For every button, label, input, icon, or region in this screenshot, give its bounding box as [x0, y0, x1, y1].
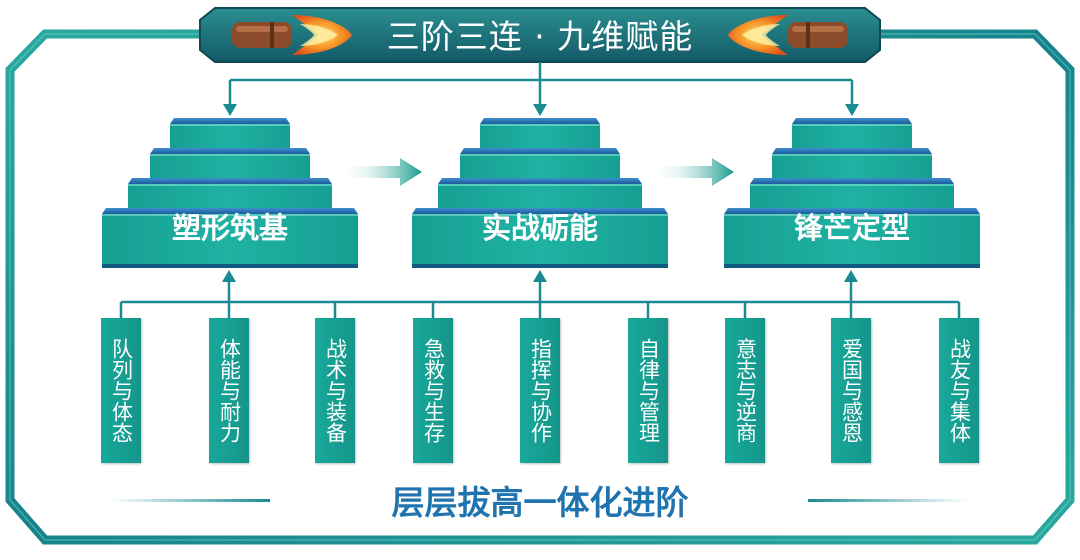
- pyramid-step-ledge: [750, 178, 954, 184]
- arrow-up-icon: [222, 270, 858, 282]
- arrow-down-icon: [223, 104, 859, 116]
- pyramid-step-face: [170, 124, 290, 148]
- stage-label-1: 塑形筑基: [171, 211, 288, 245]
- dimension-label: 战术与装备: [323, 338, 348, 443]
- dimension-label: 意志与逆商: [733, 338, 758, 443]
- dimension-label: 战友与集体: [947, 338, 972, 443]
- pyramid-base-shadow: [412, 264, 668, 268]
- dimension-box-7: 意志与逆商: [725, 318, 765, 463]
- dimension-box-6: 自律与管理: [628, 318, 668, 463]
- pyramid-step-highlight: [412, 214, 668, 216]
- stage-label-2: 实战砺能: [481, 211, 598, 245]
- outer-frame: [5, 29, 1075, 545]
- stage-pyramid-3: [724, 118, 980, 268]
- pyramid-step-ledge: [460, 148, 620, 154]
- pyramid-step-face: [102, 214, 358, 266]
- pyramid-step-face: [772, 154, 932, 178]
- footer-slogan: 层层拔高一体化进阶: [391, 483, 689, 522]
- pyramid-step-face: [792, 124, 912, 148]
- pyramid-step-ledge: [724, 208, 980, 214]
- dimension-label: 指挥与协作: [528, 338, 553, 443]
- pyramid-step-highlight: [792, 124, 912, 126]
- footer-decoration: [110, 499, 968, 502]
- pyramid-step-highlight: [480, 124, 600, 126]
- bullet-flame-icon-left: [232, 15, 352, 55]
- title-banner: [199, 7, 881, 63]
- pyramid-step-face: [724, 214, 980, 266]
- pyramid-step-face: [412, 214, 668, 266]
- pyramid-step-ledge: [170, 118, 290, 124]
- pyramid-step-face: [460, 154, 620, 178]
- pyramid-step-face: [150, 154, 310, 178]
- pyramid-base-shadow: [724, 264, 980, 268]
- dimension-box-1: 队列与体态: [101, 318, 141, 463]
- dimension-box-3: 战术与装备: [315, 318, 355, 463]
- pyramid-step-ledge: [772, 148, 932, 154]
- pyramid-step-face: [750, 184, 954, 208]
- dimension-label: 队列与体态: [109, 338, 134, 443]
- pyramid-step-highlight: [170, 124, 290, 126]
- dimension-box-4: 急救与生存: [413, 318, 453, 463]
- pyramid-step-highlight: [438, 184, 642, 186]
- bullet-flame-icon-right: [728, 15, 848, 55]
- pyramid-step-face: [438, 184, 642, 208]
- pyramid-step-highlight: [102, 214, 358, 216]
- dimension-label: 爱国与感恩: [839, 338, 864, 443]
- stage-label-3: 锋芒定型: [793, 211, 910, 245]
- top-connector: [228, 62, 854, 108]
- stage-pyramid-1: [102, 118, 358, 268]
- dimension-label: 急救与生存: [421, 338, 446, 443]
- dimension-box-8: 爱国与感恩: [831, 318, 871, 463]
- pyramid-step-face: [480, 124, 600, 148]
- bottom-connector: [119, 280, 961, 318]
- dimension-label: 自律与管理: [636, 338, 661, 443]
- pyramid-step-ledge: [480, 118, 600, 124]
- pyramid-step-highlight: [128, 184, 332, 186]
- pyramid-step-ledge: [102, 208, 358, 214]
- pyramid-step-ledge: [150, 148, 310, 154]
- pyramid-step-face: [128, 184, 332, 208]
- pyramid-step-ledge: [792, 118, 912, 124]
- diagram-title: 三阶三连 · 九维赋能: [386, 17, 694, 56]
- pyramid-step-highlight: [772, 154, 932, 156]
- dimension-box-2: 体能与耐力: [209, 318, 249, 463]
- dimension-box-5: 指挥与协作: [520, 318, 560, 463]
- pyramid-step-highlight: [750, 184, 954, 186]
- arrow-right-icon: [346, 158, 734, 186]
- dimension-box-9: 战友与集体: [939, 318, 979, 463]
- dimension-label: 体能与耐力: [217, 338, 242, 443]
- pyramid-step-ledge: [438, 178, 642, 184]
- pyramid-step-ledge: [128, 178, 332, 184]
- stage-pyramid-2: [412, 118, 668, 268]
- stage-pyramids: [102, 118, 980, 268]
- pyramid-base-shadow: [102, 264, 358, 268]
- pyramid-step-highlight: [460, 154, 620, 156]
- pyramid-step-highlight: [724, 214, 980, 216]
- pyramid-step-highlight: [150, 154, 310, 156]
- pyramid-step-ledge: [412, 208, 668, 214]
